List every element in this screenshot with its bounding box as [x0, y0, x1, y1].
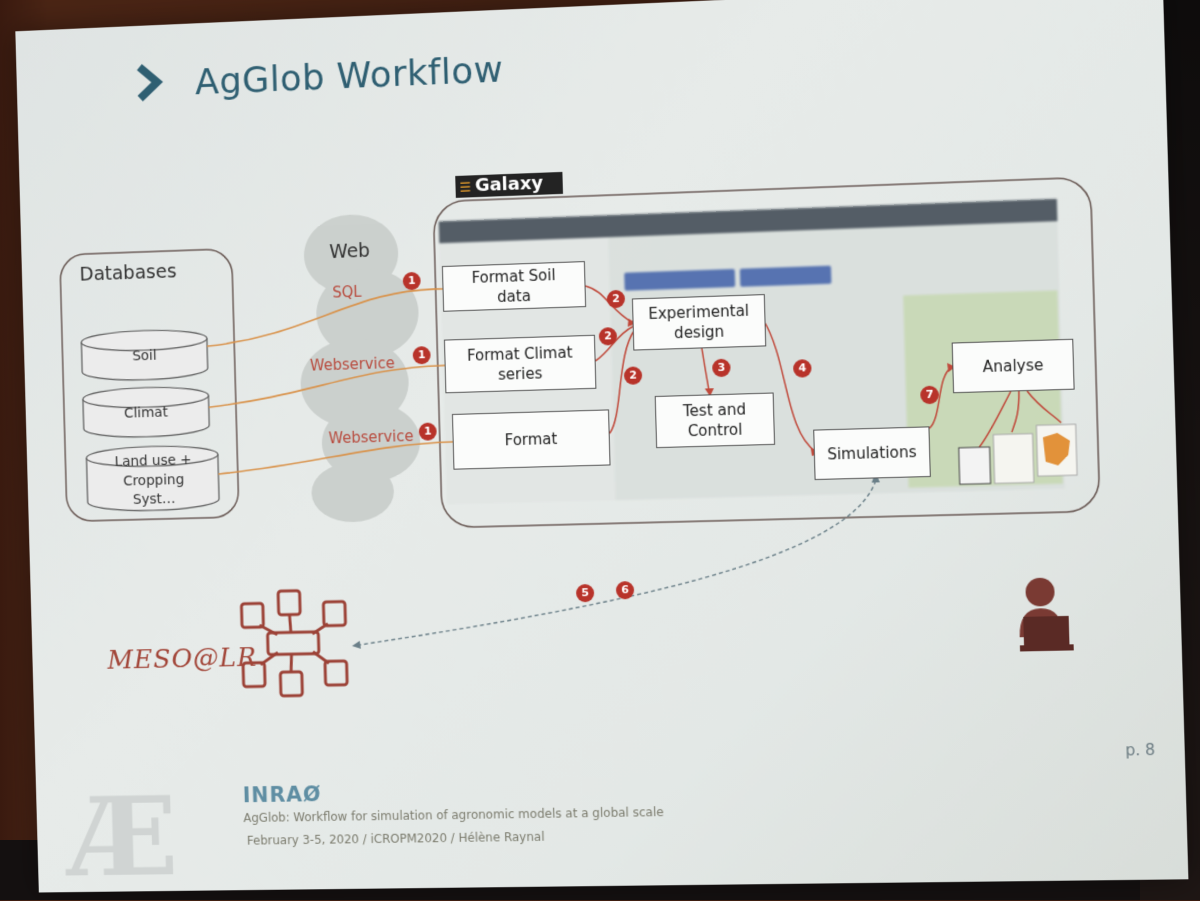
- databases-title: Databases: [79, 260, 177, 286]
- pdf-output-icon: [959, 447, 991, 484]
- db-soil-cylinder: [81, 329, 208, 382]
- db-landuse-cylinder: [86, 445, 219, 512]
- web-link-webservice-2: Webservice: [328, 427, 414, 448]
- web-title: Web: [329, 239, 371, 264]
- db-climat-cylinder: [83, 386, 210, 439]
- galaxy-logo-icon: ☰: [459, 180, 472, 196]
- step-analyse: Analyse: [951, 338, 1075, 394]
- web-cloud: [299, 213, 422, 524]
- arrow-design-to-test: [702, 347, 709, 390]
- db-landuse-label: Land use + Cropping Syst…: [114, 452, 192, 509]
- footer-brand: INRAØ: [242, 782, 322, 808]
- step-experimental-design: Experimental design: [631, 294, 767, 351]
- slide: Æ AgGlob Workflow: [15, 0, 1189, 901]
- step-format-climat: Format Climat series: [443, 334, 597, 394]
- galaxy-badge: ☰Galaxy: [455, 171, 564, 198]
- web-link-webservice-1: Webservice: [309, 354, 395, 375]
- arrow-analyse-out-2: [1011, 391, 1020, 432]
- scatter-output-icon: [993, 434, 1034, 484]
- web-link-sql: SQL: [332, 282, 362, 302]
- step-format: Format: [451, 409, 611, 470]
- db-climat-label: Climat: [123, 404, 169, 422]
- user-laptop-icon: [1018, 577, 1074, 652]
- arrow-simulations-mesolr: [356, 480, 880, 644]
- page-number: p. 8: [1125, 740, 1156, 760]
- step-format-soil: Format Soil data: [441, 261, 587, 312]
- step-test-control: Test and Control: [654, 392, 776, 449]
- diagram-canvas: [15, 0, 1188, 892]
- arrow-analyse-out-3: [1027, 390, 1061, 423]
- step-simulations: Simulations: [813, 426, 931, 481]
- db-soil-label: Soil: [132, 347, 157, 365]
- mesolr-label: MESO@LR: [107, 643, 258, 676]
